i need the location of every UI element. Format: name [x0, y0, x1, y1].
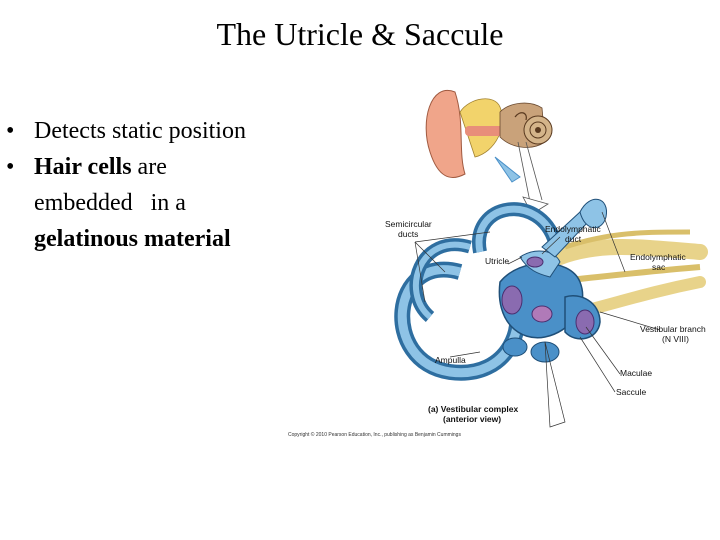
- label-ampulla: Ampulla: [435, 355, 466, 365]
- vestibular-complex-figure: Semicircular ducts Endolymphatic duct En…: [288, 89, 708, 438]
- copyright-text: Copyright © 2010 Pearson Education, Inc.…: [288, 431, 461, 438]
- bullet-list: • Detects static position • Hair cells a…: [0, 113, 300, 257]
- bullet-dot-icon: •: [6, 118, 15, 144]
- ear-inset: [425, 89, 553, 215]
- label-endolymphatic-sac: sac: [652, 262, 666, 272]
- utricle-saccule-body: [498, 199, 607, 363]
- label-endolymphatic-sac: Endolymphatic: [630, 252, 687, 262]
- bullet-bold-text: Hair cells: [34, 154, 132, 180]
- slide-title: The Utricle & Saccule: [216, 16, 504, 52]
- label-endolymphatic-duct: Endolymphatic: [545, 224, 602, 234]
- label-semicircular-ducts: ducts: [398, 229, 418, 239]
- bullet-dot-icon: •: [6, 154, 15, 180]
- bullet-text: Detects static position: [34, 118, 246, 144]
- label-saccule: Saccule: [616, 387, 647, 397]
- label-semicircular-ducts: Semicircular: [385, 219, 432, 229]
- leader-lines: [414, 211, 661, 428]
- bullet-bold-text: gelatinous material: [34, 226, 231, 252]
- label-endolymphatic-duct: duct: [565, 234, 582, 244]
- figure-caption: (a) Vestibular complex: [428, 404, 518, 414]
- bullet-text: are: [131, 154, 167, 180]
- label-vestibular-branch: (N VIII): [662, 334, 689, 344]
- label-maculae: Maculae: [620, 368, 652, 378]
- figure-caption: (anterior view): [443, 414, 501, 424]
- label-utricle: Utricle: [485, 256, 509, 266]
- label-vestibular-branch: Vestibular branch: [640, 324, 706, 334]
- bullet-text: embedded in a: [34, 190, 186, 216]
- bullet-item: • Hair cells are embedded in a gelatinou…: [0, 149, 300, 257]
- bullet-item: • Detects static position: [0, 113, 300, 149]
